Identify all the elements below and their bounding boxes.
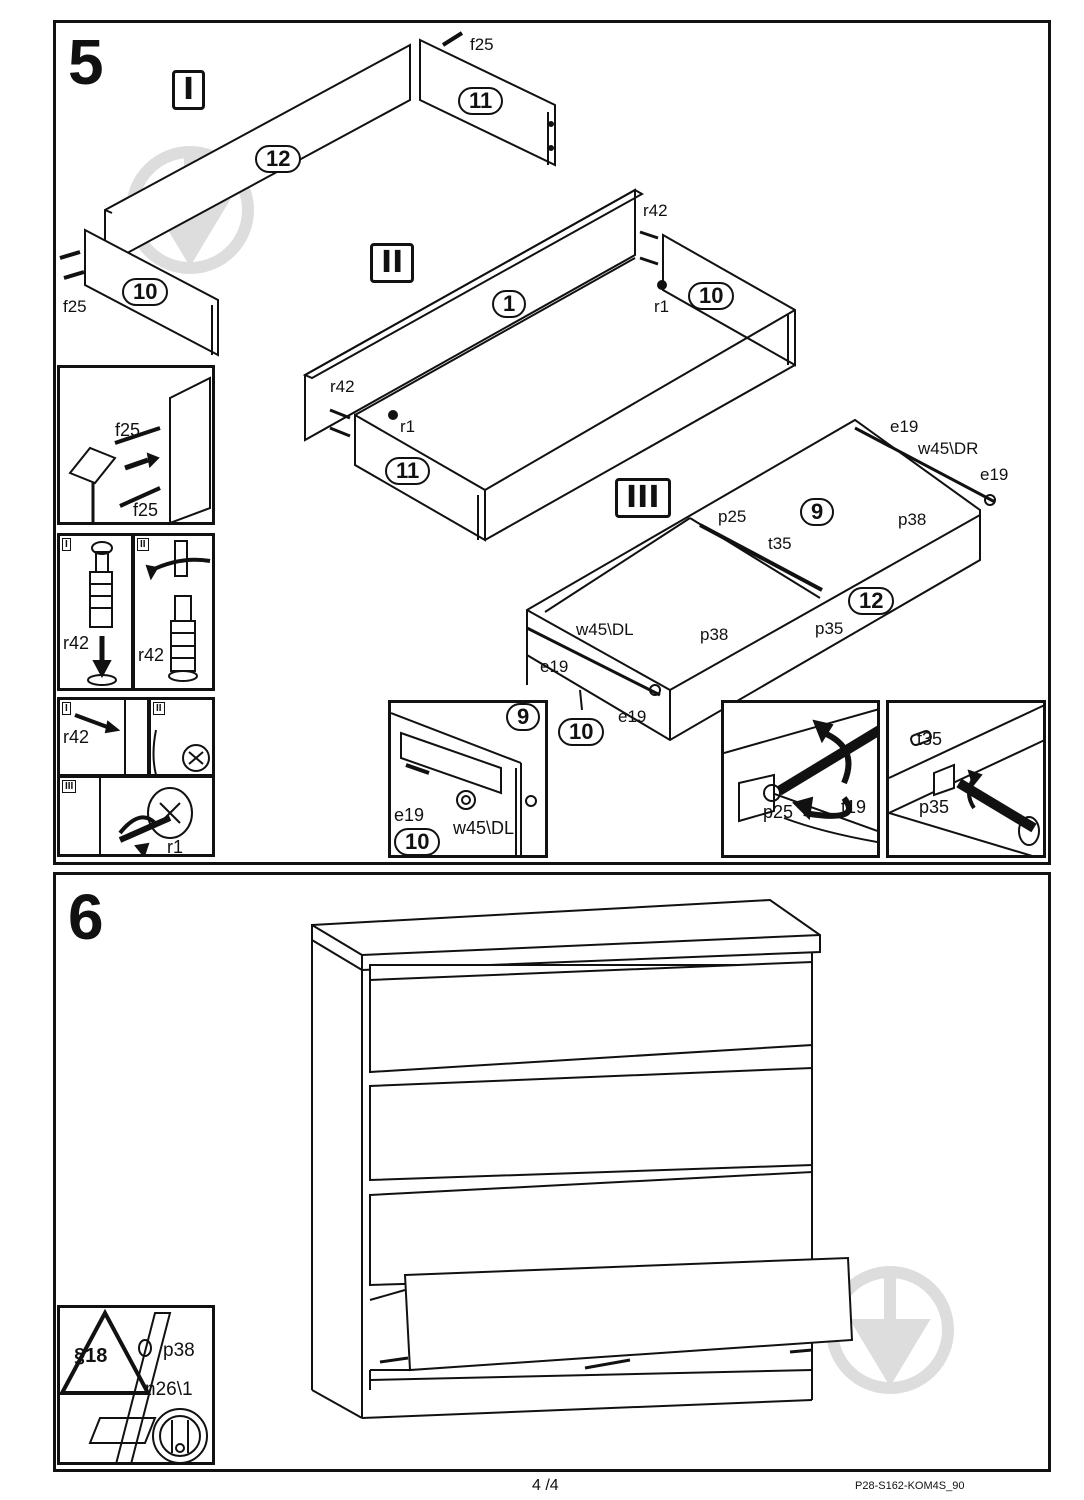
label-r42: r42 — [643, 201, 668, 220]
part-11: 11 — [458, 87, 504, 115]
inset-dowel-insertion: f25 f25 — [57, 365, 215, 525]
label-r1: r1 — [400, 417, 416, 436]
label-e19: e19 — [618, 707, 647, 726]
label-f25: f25 — [63, 297, 87, 316]
step-6-number: 6 — [68, 881, 104, 953]
label-r42: r42 — [330, 377, 355, 396]
inset-tag: I — [62, 538, 71, 551]
label-f25: f25 — [133, 500, 159, 520]
label-t35: t35 — [768, 534, 792, 553]
part-9: 9 — [506, 703, 541, 731]
document-code: P28-S162-KOM4S_90 — [855, 1480, 965, 1492]
label-e19: e19 — [394, 805, 425, 825]
label-w45-dl: w45\DL — [576, 620, 634, 639]
inset-tag: I — [62, 702, 71, 715]
step-6-panel — [53, 872, 1051, 1472]
part-10: 10 — [122, 278, 169, 306]
label-n26: n26\1 — [145, 1379, 193, 1400]
part-12: 12 — [848, 587, 895, 615]
part-10: 10 — [394, 828, 441, 855]
part-10: 10 — [558, 718, 605, 746]
label-r1: r1 — [167, 837, 184, 857]
inset-cam-bolt-II: II r42 — [132, 533, 215, 691]
part-9: 9 — [800, 498, 835, 526]
stage-III-label: III — [615, 478, 671, 518]
stage-I-label: I — [172, 70, 206, 110]
inset-anti-tip: §18 p38 n26\1 — [57, 1305, 215, 1465]
label-p35: p35 — [815, 619, 844, 638]
label-f25: f25 — [115, 420, 141, 440]
inset-cam-bolt-I: I r42 — [57, 533, 134, 691]
label-w45-dl: w45\DL — [453, 818, 515, 838]
inset-small-II: II — [148, 697, 215, 777]
part-1: 1 — [492, 290, 527, 318]
inset-t35-screw: t35 p35 — [886, 700, 1046, 858]
warning-badge: §18 — [74, 1345, 108, 1367]
label-p38: p38 — [163, 1340, 195, 1361]
label-t35: t35 — [917, 729, 943, 749]
label-f25: f25 — [470, 35, 494, 54]
inset-runner-detail: 9 e19 w45\DL 10 — [388, 700, 548, 858]
stage-II-label: II — [370, 243, 415, 283]
label-p38: p38 — [898, 510, 927, 529]
label-p25: p25 — [718, 507, 747, 526]
label-t19: t19 — [841, 797, 867, 817]
label-p25: p25 — [763, 802, 794, 822]
label-r42: r42 — [63, 633, 90, 653]
inset-tag: II — [153, 702, 165, 715]
label-e19: e19 — [890, 417, 919, 436]
step-5-number: 5 — [68, 26, 104, 98]
inset-small-I: I r42 — [57, 697, 150, 777]
label-r42: r42 — [63, 727, 90, 747]
inset-tag: III — [62, 780, 77, 793]
inset-small-III: III r1 — [57, 775, 215, 857]
page-number: 4 /4 — [532, 1477, 559, 1494]
step-5-panel — [53, 20, 1051, 865]
label-r42: r42 — [138, 645, 165, 665]
inset-p25-screw: p25 t19 — [721, 700, 880, 858]
label-w45-dr: w45\DR — [918, 439, 979, 458]
label-p35: p35 — [919, 797, 950, 817]
warning-icon — [60, 1308, 152, 1395]
inset-tag: II — [137, 538, 149, 551]
label-e19: e19 — [980, 465, 1009, 484]
part-12: 12 — [255, 145, 302, 173]
label-e19: e19 — [540, 657, 569, 676]
part-10: 10 — [688, 282, 735, 310]
part-11: 11 — [385, 457, 431, 485]
label-p38: p38 — [700, 625, 729, 644]
label-r1: r1 — [654, 297, 670, 316]
